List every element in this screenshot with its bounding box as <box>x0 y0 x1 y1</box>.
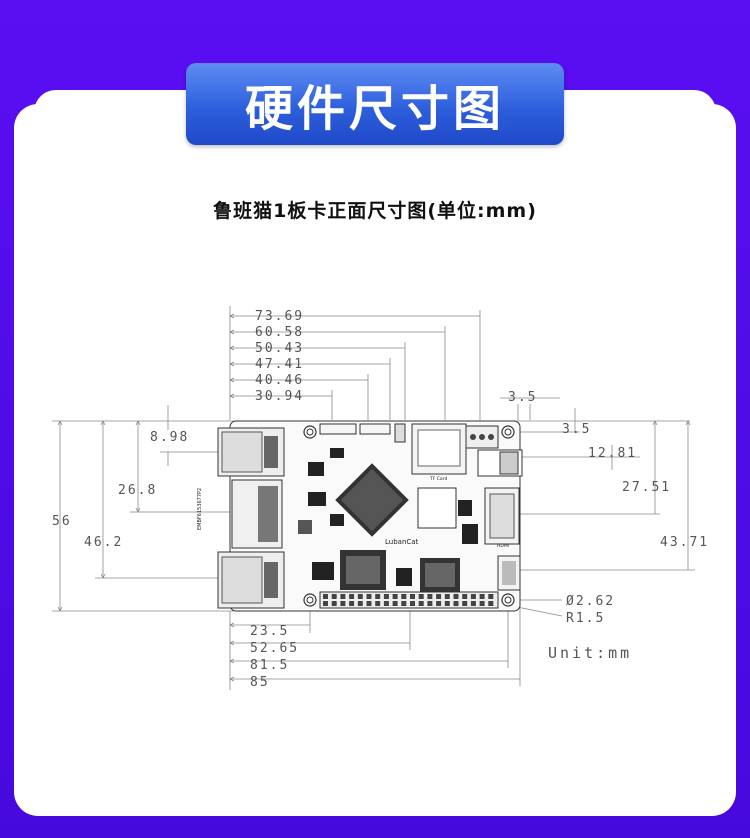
gpio-pin <box>453 601 459 606</box>
dim-top-2: 50.43 <box>255 341 304 356</box>
gpio-pin <box>479 594 485 599</box>
gpio-pin <box>357 594 363 599</box>
top-dimension-lines <box>229 306 481 420</box>
gpio-pin <box>418 594 424 599</box>
gpio-pin <box>383 601 389 606</box>
hole-radius: R1.5 <box>566 611 605 626</box>
gpio-pin <box>392 601 398 606</box>
gpio-pin <box>410 601 415 606</box>
gpio-pin <box>383 594 389 599</box>
gpio-pin <box>366 601 372 606</box>
dim-left-1: 26.8 <box>118 483 157 498</box>
gpio-pin <box>470 594 476 599</box>
dim-right-4: 43.71 <box>660 535 709 550</box>
dim-top-1: 60.58 <box>255 325 304 340</box>
gpio-pin <box>331 601 337 606</box>
mac-label: EMBF6153677P2 <box>197 488 203 530</box>
gpio-pin <box>436 601 442 606</box>
dim-top-3: 47.41 <box>255 357 304 372</box>
bottom-dimension-lines <box>229 599 563 690</box>
diagram-subtitle: 鲁班猫1板卡正面尺寸图(单位:mm) <box>213 200 537 222</box>
gpio-pin <box>427 601 433 606</box>
gpio-pin <box>323 594 328 599</box>
dim-bottom-3: 85 <box>250 675 270 690</box>
dim-left-2: 56 <box>52 514 72 529</box>
hdmi-label: HDMI <box>497 543 509 549</box>
dim-bottom-2: 81.5 <box>250 658 289 673</box>
gpio-pin <box>401 594 407 599</box>
gpio-pin <box>375 594 381 599</box>
dim-bottom-0: 23.5 <box>250 624 289 639</box>
board-logo: LubanCat <box>385 538 419 546</box>
gpio-pin <box>340 594 346 599</box>
gpio-pin <box>418 601 424 606</box>
tf-card-label: TF Card <box>429 476 447 482</box>
gpio-pin <box>349 594 355 599</box>
dim-right-2: 12.81 <box>588 446 637 461</box>
gpio-pin <box>462 601 468 606</box>
title-banner: 硬件尺寸图 <box>186 63 564 145</box>
gpio-pin <box>323 601 328 606</box>
gpio-pin <box>453 594 459 599</box>
gpio-pin <box>340 601 346 606</box>
gpio-pin <box>349 601 355 606</box>
dim-top-4: 40.46 <box>255 373 304 388</box>
dim-top-5: 30.94 <box>255 389 304 404</box>
dim-left-3: 46.2 <box>84 535 123 550</box>
gpio-pin <box>470 601 476 606</box>
gpio-pin <box>331 594 337 599</box>
dim-bottom-1: 52.65 <box>250 641 299 656</box>
gpio-pin <box>357 601 363 606</box>
card-tab-right <box>536 90 716 130</box>
gpio-pin <box>436 594 442 599</box>
unit-label: Unit:mm <box>548 644 632 662</box>
gpio-pin <box>375 601 381 606</box>
dim-top-0: 73.69 <box>255 309 304 324</box>
gpio-pin <box>392 594 398 599</box>
dim-right-0: 3.5 <box>508 390 537 405</box>
gpio-pin <box>410 594 415 599</box>
pcb-board: TF Card HDMI <box>197 420 523 612</box>
gpio-pin <box>427 594 433 599</box>
gpio-header-pins <box>323 594 494 606</box>
gpio-pin <box>401 601 407 606</box>
page-title: 硬件尺寸图 <box>244 81 505 137</box>
gpio-pin <box>366 594 372 599</box>
gpio-pin <box>488 601 494 606</box>
dim-right-1: 3.5 <box>562 422 591 437</box>
gpio-pin <box>479 601 485 606</box>
gpio-pin <box>488 594 494 599</box>
dim-left-0: 8.98 <box>150 430 189 445</box>
gpio-pin <box>462 594 468 599</box>
dim-right-3: 27.51 <box>622 480 671 495</box>
gpio-pin <box>444 601 450 606</box>
gpio-pin <box>444 594 450 599</box>
card-tab-left <box>34 90 214 130</box>
hole-diameter: Ø2.62 <box>566 594 615 609</box>
